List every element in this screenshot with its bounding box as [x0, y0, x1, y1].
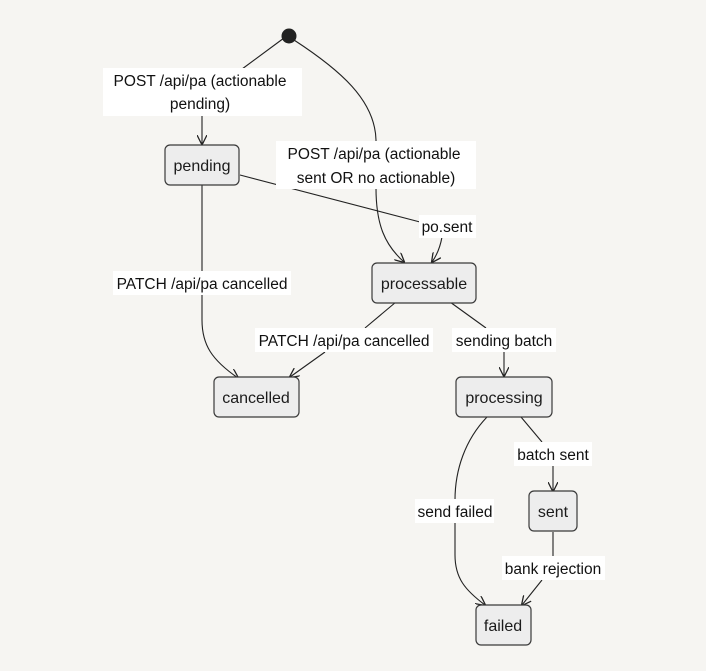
edge-label-start-processable: POST /api/pa (actionable sent OR no acti… — [276, 141, 476, 189]
state-processing: processing — [455, 376, 553, 418]
state-label: pending — [174, 158, 231, 175]
initial-state-dot — [281, 28, 297, 44]
state-label: failed — [484, 618, 522, 635]
edge-start-pending — [202, 37, 285, 144]
edge-processable-cancelled — [290, 301, 397, 377]
edge-label-processable-processing: sending batch — [452, 328, 556, 352]
edge-label-pending-processable: po.sent — [419, 215, 476, 238]
edge-pending-cancelled — [201, 185, 238, 378]
state-pending: pending — [164, 144, 240, 186]
state-cancelled: cancelled — [213, 376, 300, 418]
state-sent: sent — [528, 490, 578, 532]
edge-label-pending-cancelled: PATCH /api/pa cancelled — [113, 271, 291, 295]
edge-label-processing-failed: send failed — [415, 499, 494, 523]
edge-label-sent-failed: bank rejection — [502, 556, 605, 580]
edges — [201, 37, 554, 605]
state-label: cancelled — [222, 390, 290, 407]
edge-label-text: POST /api/pa (actionable — [114, 73, 287, 90]
edge-label-start-pending: POST /api/pa (actionable pending) — [103, 68, 302, 116]
edge-label-text: batch sent — [517, 447, 589, 464]
edge-label-text: bank rejection — [505, 561, 602, 578]
edge-label-text: pending) — [170, 96, 230, 113]
state-label: processing — [465, 390, 542, 407]
edge-processing-sent — [520, 416, 553, 491]
edge-label-text: sending batch — [456, 333, 553, 350]
edge-label-text: po.sent — [422, 219, 474, 236]
edge-sent-failed — [522, 532, 554, 605]
edge-label-text: sent OR no actionable) — [297, 170, 456, 187]
edge-label-text: PATCH /api/pa cancelled — [259, 333, 430, 350]
state-label: processable — [381, 276, 467, 293]
state-processable: processable — [371, 262, 477, 304]
edge-processable-processing — [449, 301, 504, 376]
edge-label-text: PATCH /api/pa cancelled — [117, 276, 288, 293]
state-label: sent — [538, 504, 569, 521]
edge-start-processable — [293, 39, 404, 262]
edge-label-processable-cancelled: PATCH /api/pa cancelled — [255, 328, 433, 352]
edge-label-text: send failed — [418, 504, 493, 521]
edge-pending-processable — [239, 174, 443, 262]
edge-label-text: POST /api/pa (actionable — [288, 146, 461, 163]
state-failed: failed — [475, 604, 532, 646]
edge-label-processing-sent: batch sent — [514, 442, 592, 466]
